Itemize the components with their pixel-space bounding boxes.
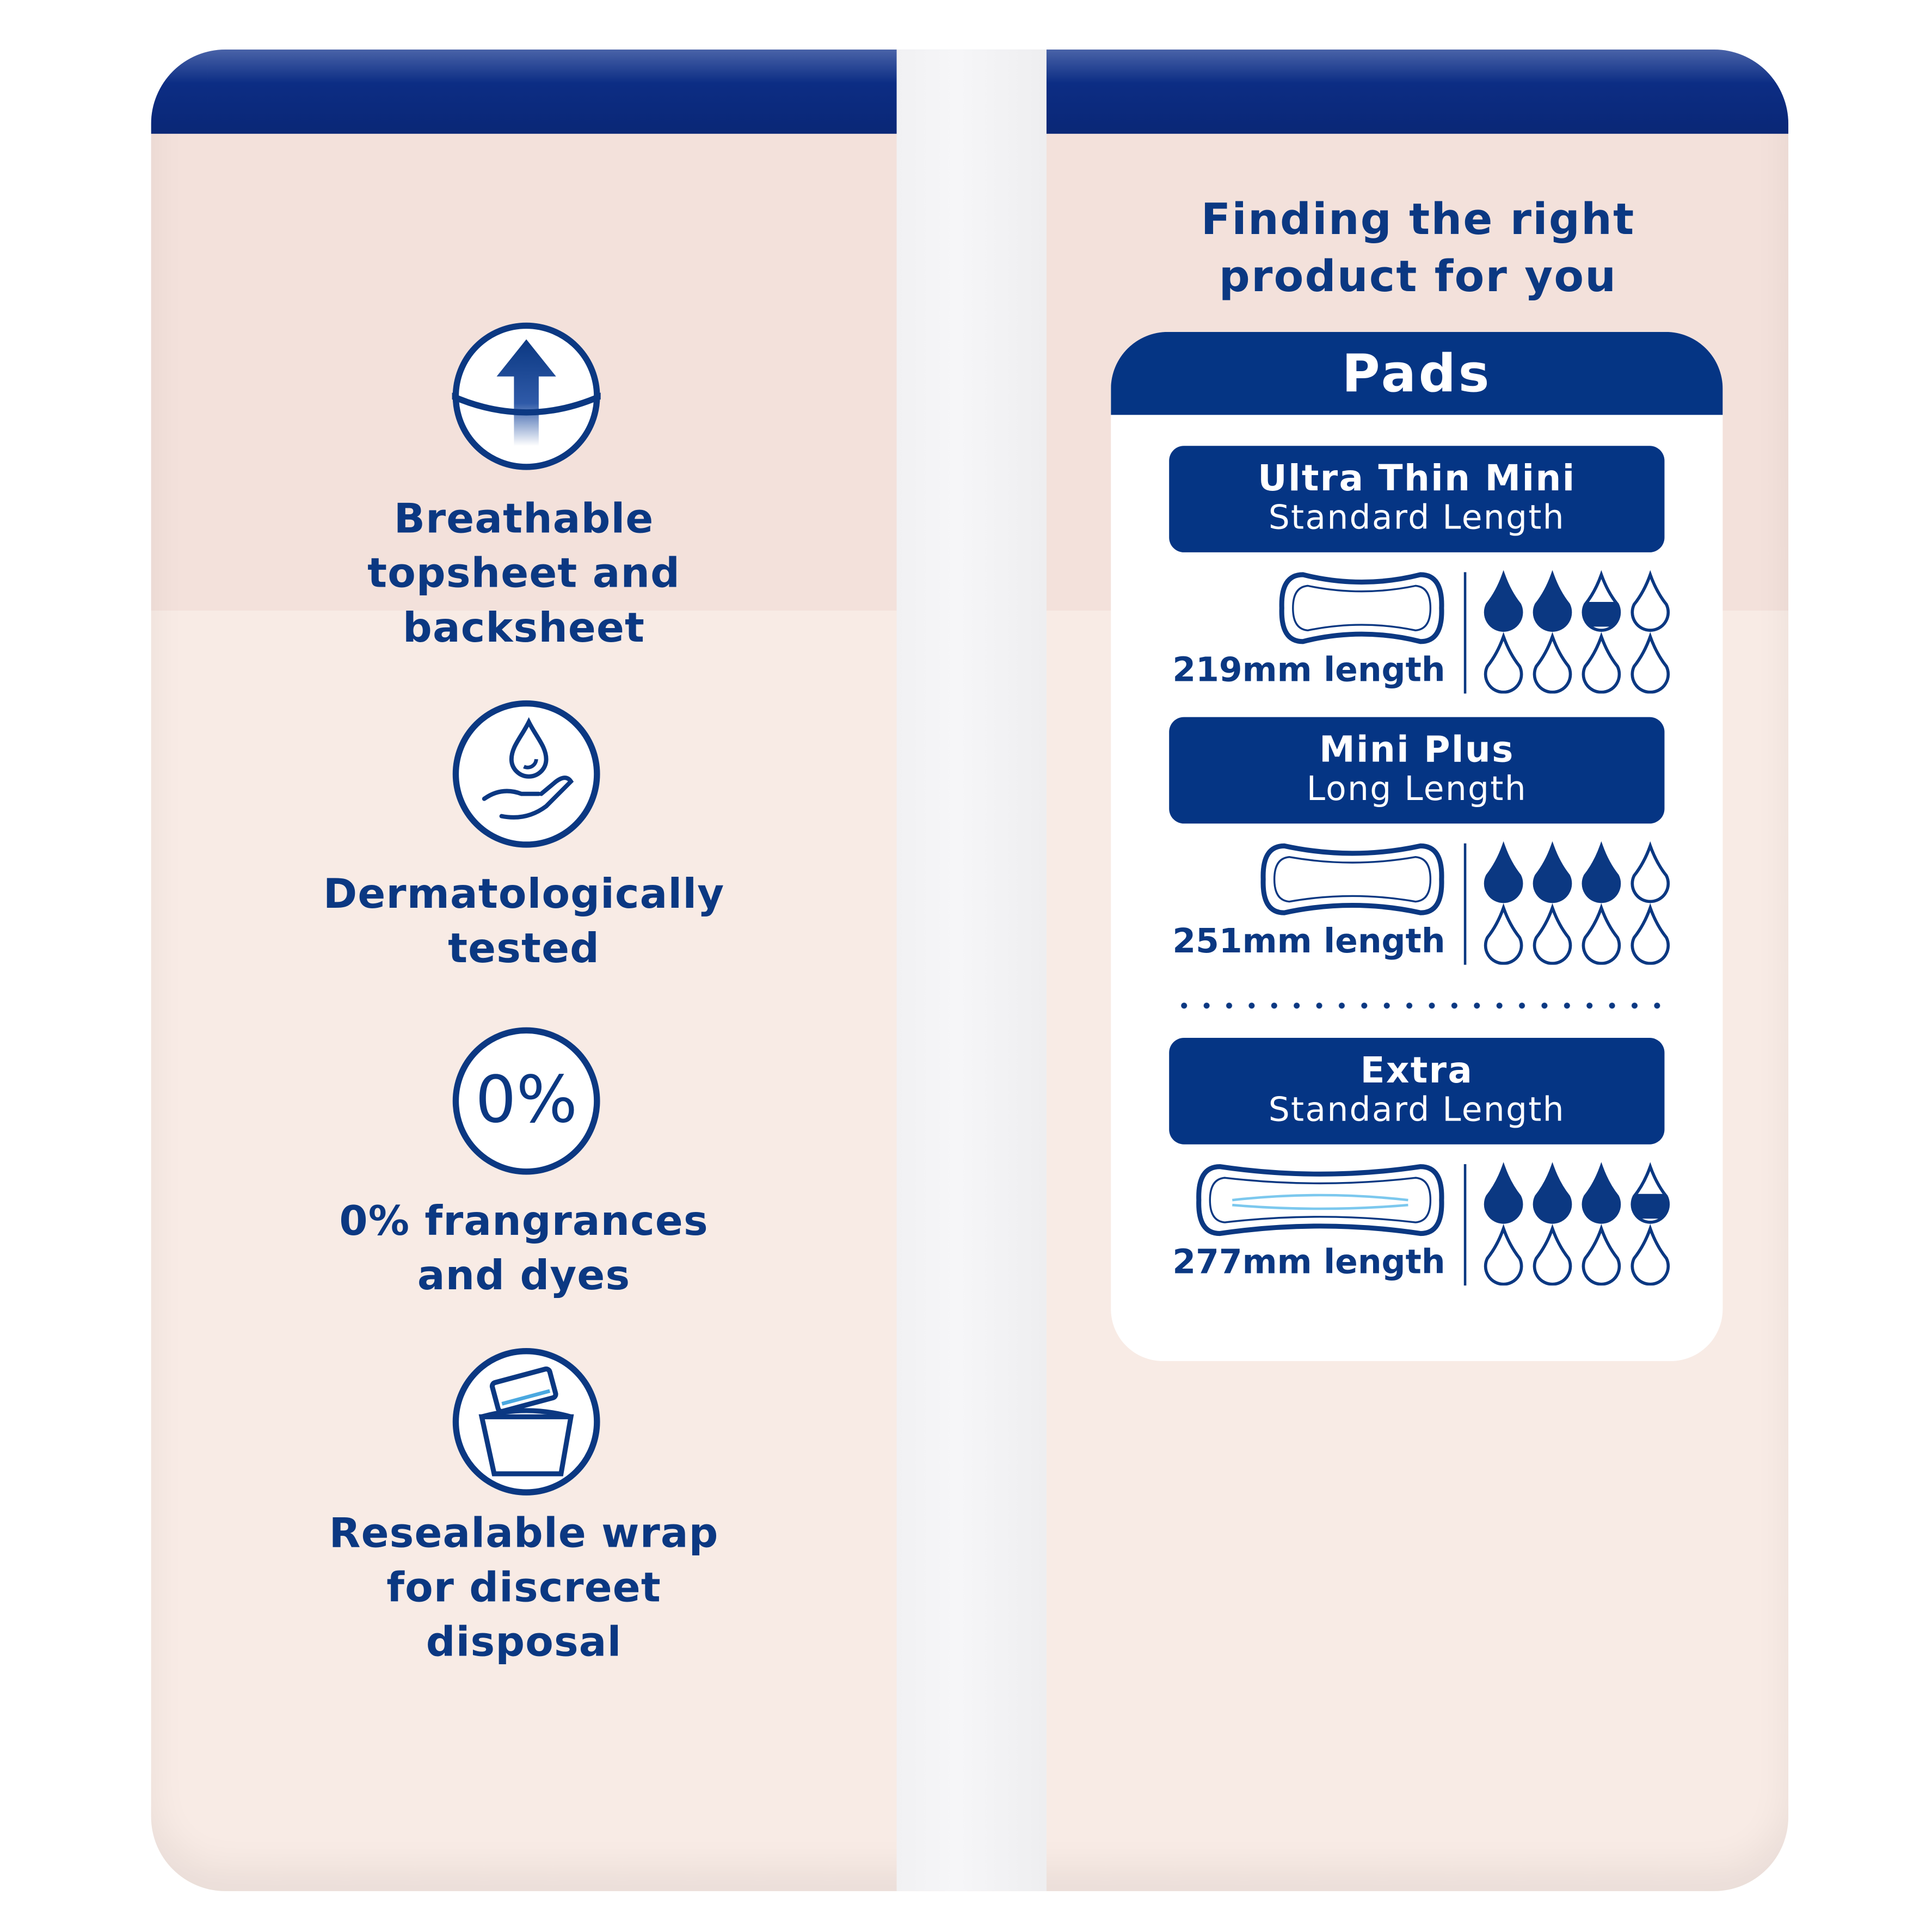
drop-empty-icon [1630,632,1670,694]
guide-title-line: Finding the right [1201,195,1635,245]
product-length: 219mm length [1172,651,1445,690]
divider [1463,572,1467,694]
divider [1463,1164,1467,1286]
drop-filled-icon [1484,570,1523,632]
drop-empty-icon [1630,903,1670,965]
drop-empty-icon [1630,841,1670,903]
feature-text-line: topsheet and [367,549,681,597]
feature-text-line: Resealable wrap [329,1508,719,1557]
pad-illustration-icon [1279,572,1444,644]
feature-text-line: tested [448,924,600,973]
breathable-arrow-icon [452,322,601,470]
product-length-type: Standard Length [1268,499,1565,538]
feature-dermatologically-tested: Dermatologically tested [264,867,784,976]
pad-illustration-icon [1196,1164,1444,1236]
drop-empty-icon [1582,632,1621,694]
pads-header: Pads [1111,331,1723,415]
drop-empty-icon [1533,632,1572,694]
drop-filled-icon [1582,1162,1621,1224]
feature-text-line: backsheet [403,603,645,651]
feature-text-line: and dyes [417,1251,631,1300]
package-seal-stripe [896,50,1047,1891]
resealable-wrap-icon [452,1348,600,1496]
drop-filled-icon [1533,1162,1572,1224]
drop-half-icon [1630,1162,1670,1224]
feature-fragrance-free: 0% frangrances and dyes [264,1194,784,1303]
drop-empty-icon [1533,1223,1572,1286]
drop-empty-icon [1630,1223,1670,1286]
divider [1463,843,1467,965]
pad-illustration-icon [1260,843,1444,915]
zero-percent-text: 0% [475,1063,578,1139]
zero-percent-icon: 0% [452,1027,601,1176]
absorbency-rating [1484,841,1670,965]
drop-filled-icon [1582,841,1621,903]
guide-title: Finding the right product for you [1115,192,1721,306]
product-name: Ultra Thin Mini [1258,457,1576,500]
product-name: Extra [1360,1049,1474,1091]
drop-empty-icon [1630,570,1670,632]
dotted-divider [1173,1001,1662,1010]
drop-empty-icon [1582,903,1621,965]
product-length: 277mm length [1172,1243,1445,1282]
drop-empty-icon [1484,1223,1523,1286]
drop-empty-icon [1582,1223,1621,1286]
drop-half-icon [1582,570,1621,632]
feature-text-line: disposal [426,1617,622,1666]
guide-title-line: product for you [1219,253,1617,303]
feature-text-line: Dermatologically [323,869,725,918]
drop-filled-icon [1484,841,1523,903]
feature-text-line: 0% frangrances [339,1196,709,1245]
feature-text-line: for discreet [386,1562,661,1611]
feature-text-line: Breathable [393,494,654,543]
product-length-type: Standard Length [1268,1091,1565,1130]
absorbency-rating [1484,1162,1670,1286]
drop-empty-icon [1484,903,1523,965]
hand-drop-icon [452,700,600,848]
drop-filled-icon [1533,841,1572,903]
product-name: Mini Plus [1319,728,1515,771]
drop-empty-icon [1533,903,1572,965]
feature-resealable-wrap: Resealable wrap for discreet disposal [264,1506,784,1669]
drop-empty-icon [1484,632,1523,694]
feature-breathable: Breathable topsheet and backsheet [264,491,784,655]
absorbency-rating [1484,570,1670,694]
product-length-type: Long Length [1306,770,1527,809]
drop-filled-icon [1533,570,1572,632]
drop-filled-icon [1484,1162,1523,1224]
product-length: 251mm length [1172,922,1445,961]
